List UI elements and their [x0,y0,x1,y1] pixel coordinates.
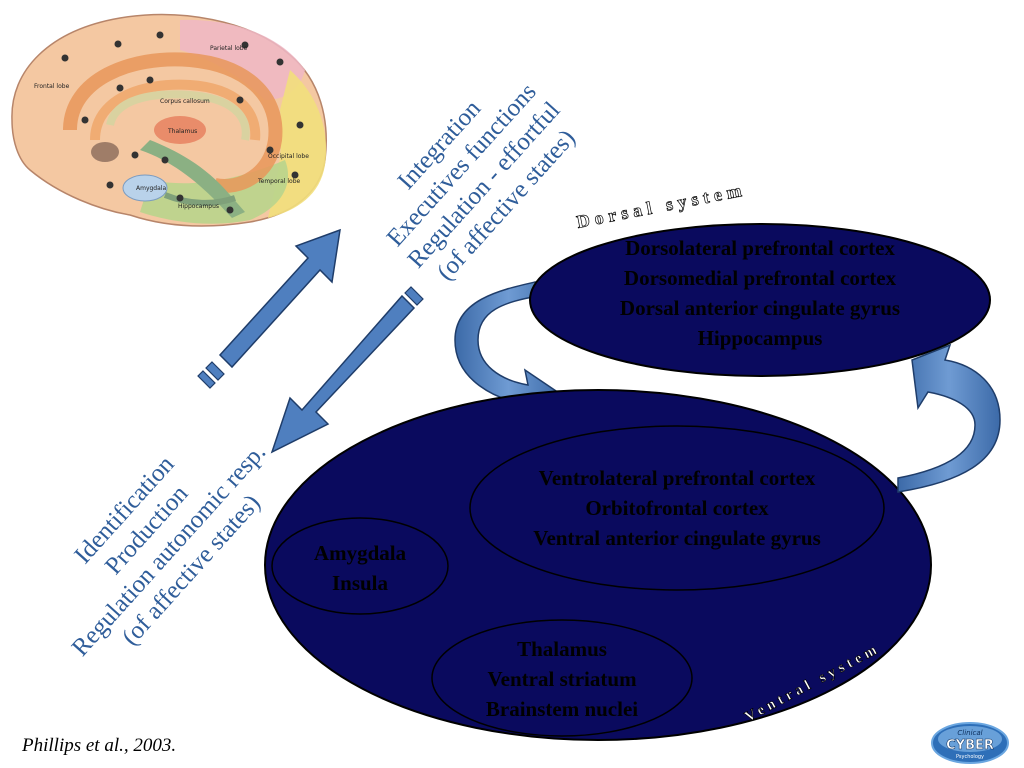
region-hippocampus: Hippocampus [698,326,823,350]
region-vlpfc: Ventrolateral prefrontal cortex [539,466,816,490]
up-arrow [197,228,341,389]
logo-bottom-text: Psychology [956,754,984,760]
brain-label-hippocampus: Hippocampus [178,203,219,210]
brain-label-thalamus: Thalamus [167,128,197,135]
region-vacg: Ventral anterior cingulate gyrus [533,526,821,550]
brain-label-frontal: Frontal lobe [34,83,70,90]
brain-label-parietal: Parietal lobe [210,45,248,52]
region-insula: Insula [332,571,389,595]
brain-label-corpus-callosum: Corpus callosum [160,98,210,105]
region-thalamus: Thalamus [517,637,607,661]
dorsal-system: Dorsolateral prefrontal cortex Dorsomedi… [529,179,991,377]
region-dlpfc: Dorsolateral prefrontal cortex [625,236,895,260]
region-ofc: Orbitofrontal cortex [585,496,769,520]
citation: Phillips et al., 2003. [22,735,177,756]
region-brainstem: Brainstem nuclei [486,697,638,721]
limbic-ellipse [271,517,449,615]
curved-arrow-right [897,343,1001,493]
down-arrow [270,286,424,454]
top-function-labels: Integration Executives functions Regulat… [382,78,581,285]
cyber-logo: Clinical CYBER Psychology [931,722,1009,764]
brain-label-occipital: Occipital lobe [268,153,309,160]
logo-top-text: Clinical [957,729,982,737]
region-dacg: Dorsal anterior cingulate gyrus [620,296,900,320]
ventral-ellipse [264,389,932,741]
region-ventral-striatum: Ventral striatum [487,667,637,691]
brain-label-amygdala: Amygdala [136,185,166,192]
logo-main-text: CYBER [946,738,994,753]
left-function-labels: Identification Production Regulation aut… [67,439,272,662]
subcortical-ellipse [431,619,693,737]
region-dmpfc: Dorsomedial prefrontal cortex [624,266,897,290]
brain-label-temporal: Temporal lobe [257,178,301,185]
region-amygdala: Amygdala [314,541,407,565]
dorsal-ellipse [529,223,991,377]
brain-illustration: Frontal lobe Parietal lobe Corpus callos… [11,13,327,227]
ventral-system: Ventrolateral prefrontal cortex Orbitofr… [264,389,932,741]
ventral-prefrontal-ellipse [469,425,885,591]
